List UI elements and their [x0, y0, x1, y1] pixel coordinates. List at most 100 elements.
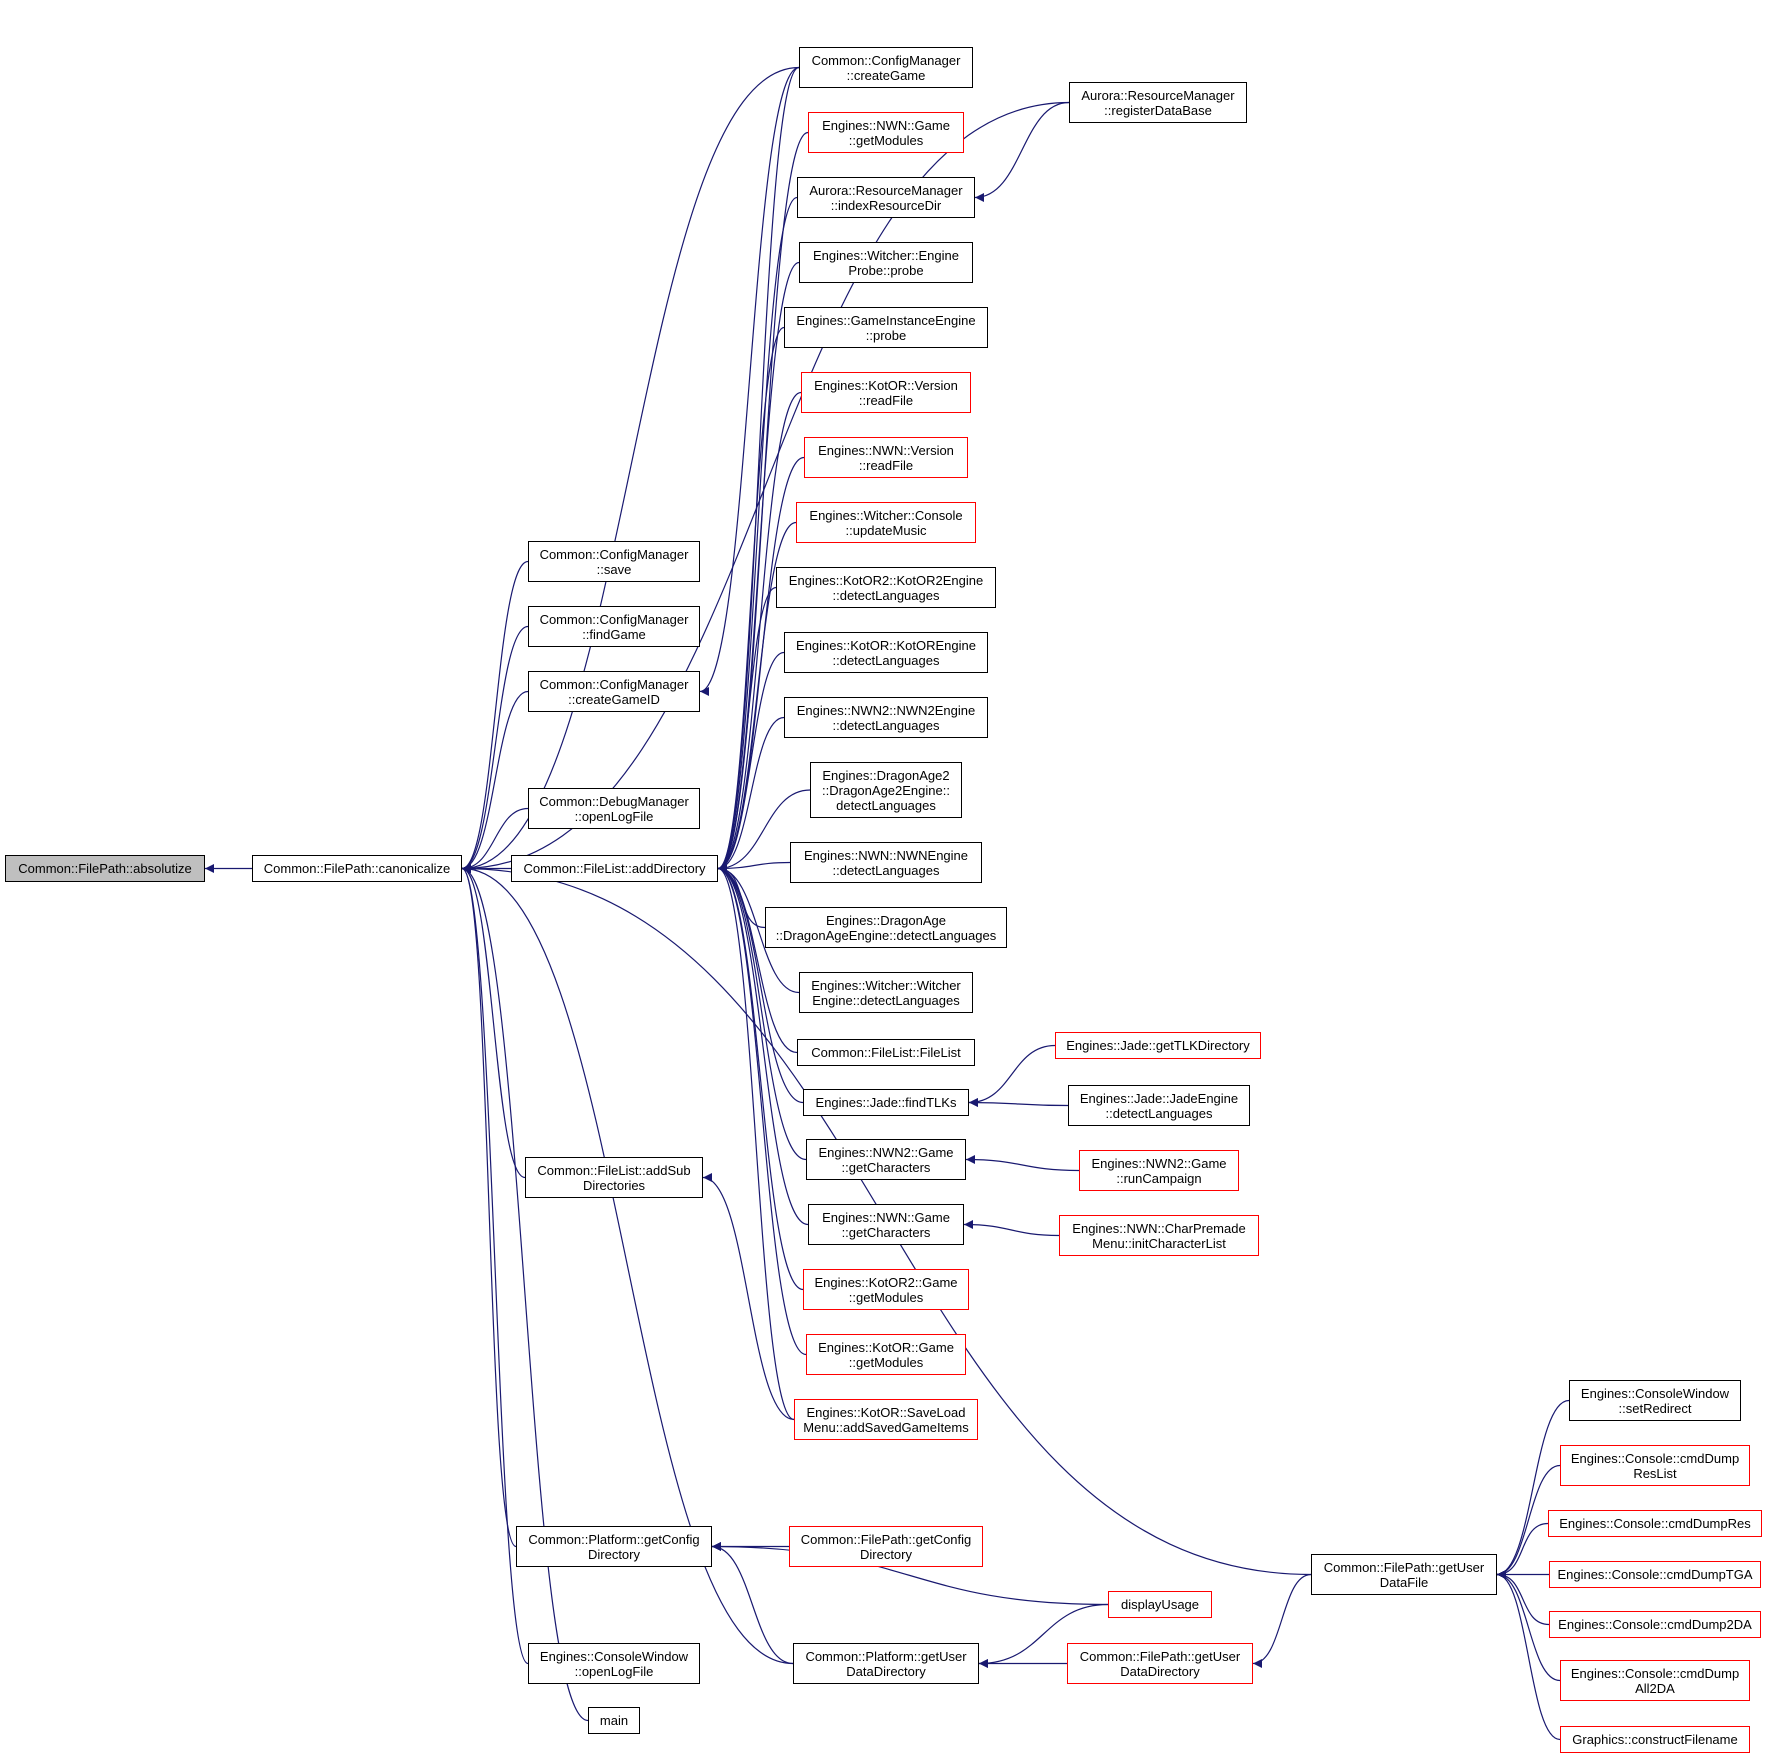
node-nwn-version-readfile[interactable]: Engines::NWN::Version ::readFile — [804, 437, 968, 478]
node-plat-getuserdatadir[interactable]: Common::Platform::getUser DataDirectory — [793, 1643, 979, 1684]
node-nwn2-detectlang[interactable]: Engines::NWN2::NWN2Engine ::detectLangua… — [784, 697, 988, 738]
node-fl-filelist[interactable]: Common::FileList::FileList — [797, 1039, 975, 1066]
node-gfx-constructfilename[interactable]: Graphics::constructFilename — [1560, 1726, 1750, 1753]
node-con-dumpall2da[interactable]: Engines::Console::cmdDump All2DA — [1560, 1660, 1750, 1701]
node-label: Common::FileList::addDirectory — [523, 861, 706, 876]
node-label: Aurora::ResourceManager ::registerDataBa… — [1081, 87, 1235, 118]
node-label: Engines::Jade::findTLKs — [815, 1095, 957, 1110]
node-cw-setredirect[interactable]: Engines::ConsoleWindow ::setRedirect — [1569, 1380, 1741, 1421]
node-gie-probe[interactable]: Engines::GameInstanceEngine ::probe — [784, 307, 988, 348]
edge-cm_creategame-to-canonicalize — [461, 66, 800, 873]
node-jade-gettlkdir[interactable]: Engines::Jade::getTLKDirectory — [1055, 1032, 1261, 1059]
node-absolutize[interactable]: Common::FilePath::absolutize — [5, 855, 205, 882]
node-fp-getconfigdir[interactable]: Common::FilePath::getConfig Directory — [789, 1526, 983, 1567]
edge-fl_addsubdirs-to-canonicalize — [461, 864, 526, 1179]
node-da-detectlang[interactable]: Engines::DragonAge ::DragonAgeEngine::de… — [765, 907, 1007, 948]
node-fl-adddirectory[interactable]: Common::FileList::addDirectory — [511, 855, 718, 882]
edge-nwn2_getchars-to-fl_adddirectory — [717, 864, 807, 1161]
node-con-dump2da[interactable]: Engines::Console::cmdDump2DA — [1549, 1611, 1761, 1638]
node-label: Common::FileList::FileList — [811, 1045, 961, 1060]
node-plat-getconfigdir[interactable]: Common::Platform::getConfig Directory — [516, 1526, 712, 1567]
node-displayusage[interactable]: displayUsage — [1108, 1591, 1212, 1618]
node-label: Common::FilePath::canonicalize — [263, 861, 451, 876]
edge-dbg_openlog-to-canonicalize — [461, 807, 529, 873]
node-kotor2-getmodules[interactable]: Engines::KotOR2::Game ::getModules — [803, 1269, 969, 1310]
edge-cm_creategame-to-fl_adddirectory — [717, 66, 800, 873]
node-con-dumpres[interactable]: Engines::Console::cmdDumpRes — [1548, 1510, 1762, 1537]
edge-main-to-canonicalize — [461, 864, 589, 1722]
node-nwn2-runcampaign[interactable]: Engines::NWN2::Game ::runCampaign — [1079, 1150, 1239, 1191]
node-cm-save[interactable]: Common::ConfigManager ::save — [528, 541, 700, 582]
node-nwn-getmodules[interactable]: Engines::NWN::Game ::getModules — [808, 112, 964, 153]
edge-jade_gettlkdir-to-jade_findtlks — [968, 1044, 1056, 1107]
node-label: Engines::NWN2::Game ::runCampaign — [1091, 1155, 1227, 1186]
node-con-dumptga[interactable]: Engines::Console::cmdDumpTGA — [1549, 1561, 1761, 1588]
node-kotor-version-readfile[interactable]: Engines::KotOR::Version ::readFile — [801, 372, 971, 413]
edge-witcher_detectlang-to-fl_adddirectory — [717, 864, 800, 994]
node-label: Common::FilePath::getUser DataDirectory — [1079, 1648, 1241, 1679]
node-main[interactable]: main — [588, 1707, 640, 1734]
edge-rm_registerdb-to-rm_indexresdir — [974, 101, 1070, 202]
node-cw-openlog[interactable]: Engines::ConsoleWindow ::openLogFile — [528, 1643, 700, 1684]
node-kotor2-detectlang[interactable]: Engines::KotOR2::KotOR2Engine ::detectLa… — [776, 567, 996, 608]
node-fl-addsubdirs[interactable]: Common::FileList::addSub Directories — [525, 1157, 703, 1198]
edge-jade_detectlang-to-jade_findtlks — [968, 1098, 1069, 1108]
edge-fp_getuserdatafile-to-fp_getuserdatadir — [1252, 1573, 1312, 1668]
node-fp-getuserdatadir[interactable]: Common::FilePath::getUser DataDirectory — [1067, 1643, 1253, 1684]
node-dbg-openlog[interactable]: Common::DebugManager ::openLogFile — [528, 788, 700, 829]
node-kotor-detectlang[interactable]: Engines::KotOR::KotOREngine ::detectLang… — [784, 632, 988, 673]
edge-fl_filelist-to-fl_adddirectory — [717, 864, 798, 1054]
edge-con_dumpall2da-to-fp_getuserdatafile — [1496, 1570, 1561, 1682]
edge-plat_getconfigdir-to-canonicalize — [461, 864, 517, 1548]
node-canonicalize[interactable]: Common::FilePath::canonicalize — [252, 855, 462, 882]
node-fp-getuserdatafile[interactable]: Common::FilePath::getUser DataFile — [1311, 1554, 1497, 1595]
node-witcher-probe[interactable]: Engines::Witcher::Engine Probe::probe — [799, 242, 973, 283]
edge-rm_registerdb-to-canonicalize — [461, 101, 1070, 873]
node-label: Engines::KotOR::Game ::getModules — [818, 1339, 954, 1370]
edge-cm_save-to-canonicalize — [461, 560, 529, 873]
edge-con_dump2da-to-fp_getuserdatafile — [1496, 1570, 1550, 1626]
node-kotor-saveload[interactable]: Engines::KotOR::SaveLoad Menu::addSavedG… — [794, 1399, 978, 1440]
node-label: Common::ConfigManager ::save — [539, 546, 689, 577]
node-label: Engines::Console::cmdDump All2DA — [1570, 1665, 1740, 1696]
edge-kotor_detectlang-to-fl_adddirectory — [717, 651, 785, 873]
node-label: main — [599, 1713, 629, 1728]
edge-da2_detectlang-to-fl_adddirectory — [717, 789, 811, 873]
node-jade-findtlks[interactable]: Engines::Jade::findTLKs — [803, 1089, 969, 1116]
edge-rm_indexresdir-to-fl_adddirectory — [717, 196, 798, 873]
node-con-dumpreslist[interactable]: Engines::Console::cmdDump ResList — [1560, 1445, 1750, 1486]
node-label: Engines::KotOR2::Game ::getModules — [814, 1274, 958, 1305]
node-rm-indexresdir[interactable]: Aurora::ResourceManager ::indexResourceD… — [797, 177, 975, 218]
node-witcher-console-updatemusic[interactable]: Engines::Witcher::Console ::updateMusic — [796, 502, 976, 543]
node-nwn-initcharlist[interactable]: Engines::NWN::CharPremade Menu::initChar… — [1059, 1215, 1259, 1256]
node-cm-creategameid[interactable]: Common::ConfigManager ::createGameID — [528, 671, 700, 712]
node-cm-findgame[interactable]: Common::ConfigManager ::findGame — [528, 606, 700, 647]
node-label: displayUsage — [1120, 1597, 1200, 1612]
node-nwn-detectlang[interactable]: Engines::NWN::NWNEngine ::detectLanguage… — [790, 842, 982, 883]
node-nwn-getchars[interactable]: Engines::NWN::Game ::getCharacters — [808, 1204, 964, 1245]
node-jade-detectlang[interactable]: Engines::Jade::JadeEngine ::detectLangua… — [1068, 1085, 1250, 1126]
node-label: Engines::Console::cmdDumpRes — [1559, 1516, 1751, 1531]
node-label: Engines::NWN::CharPremade Menu::initChar… — [1072, 1220, 1246, 1251]
node-label: Engines::NWN::Version ::readFile — [818, 442, 954, 473]
node-label: Common::ConfigManager ::findGame — [539, 611, 689, 642]
edge-kotor_version_readfile-to-fl_adddirectory — [717, 391, 802, 873]
node-nwn2-getchars[interactable]: Engines::NWN2::Game ::getCharacters — [806, 1139, 966, 1180]
node-label: Engines::NWN::Game ::getCharacters — [822, 1209, 950, 1240]
node-label: Engines::ConsoleWindow ::setRedirect — [1580, 1385, 1730, 1416]
edge-kotor_saveload-to-fl_addsubdirs — [702, 1173, 795, 1421]
node-label: Common::ConfigManager ::createGameID — [539, 676, 689, 707]
node-cm-creategame[interactable]: Common::ConfigManager ::createGame — [799, 47, 973, 88]
edge-displayusage-to-plat_getconfigdir — [711, 1542, 1109, 1606]
edge-nwn_initcharlist-to-nwn_getchars — [963, 1220, 1060, 1237]
node-witcher-detectlang[interactable]: Engines::Witcher::Witcher Engine::detect… — [799, 972, 973, 1013]
node-label: Common::Platform::getConfig Directory — [528, 1531, 700, 1562]
node-label: Common::Platform::getUser DataDirectory — [805, 1648, 967, 1679]
node-label: Engines::DragonAge ::DragonAgeEngine::de… — [775, 912, 997, 943]
node-kotor-getmodules[interactable]: Engines::KotOR::Game ::getModules — [806, 1334, 966, 1375]
edge-nwn2_detectlang-to-fl_adddirectory — [717, 716, 785, 873]
node-rm-registerdb[interactable]: Aurora::ResourceManager ::registerDataBa… — [1069, 82, 1247, 123]
node-label: Engines::Witcher::Console ::updateMusic — [809, 507, 963, 538]
node-da2-detectlang[interactable]: Engines::DragonAge2 ::DragonAge2Engine::… — [810, 762, 962, 818]
node-label: Engines::KotOR::Version ::readFile — [814, 377, 958, 408]
